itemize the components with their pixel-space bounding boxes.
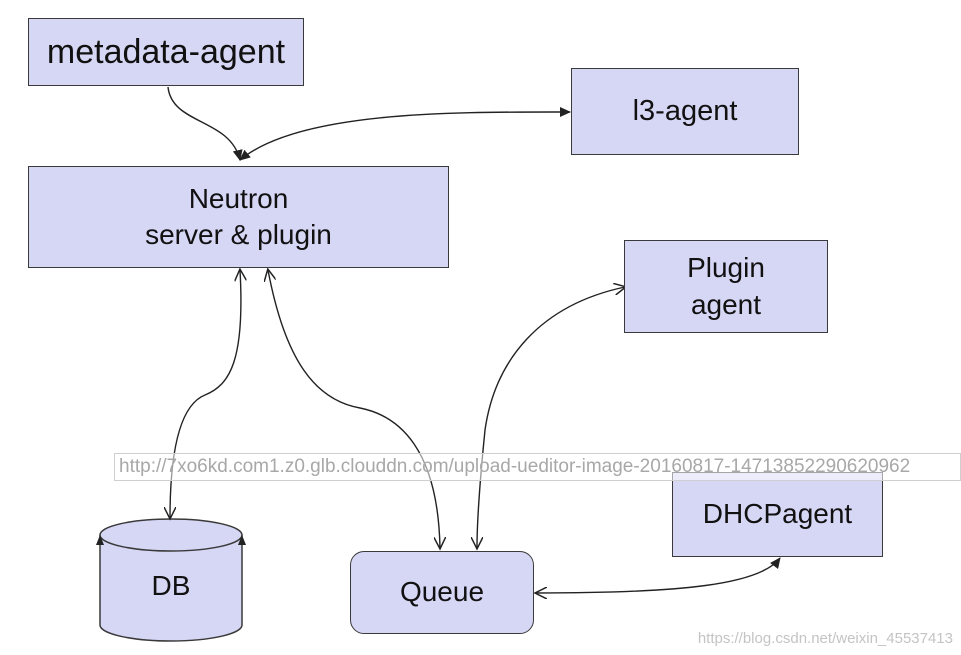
edge-plugin-queue [477, 287, 625, 548]
l3-agent-label: l3-agent [632, 94, 738, 127]
csdn-watermark: https://blog.csdn.net/weixin_45537413 [697, 630, 953, 647]
neutron-label-line1: Neutron [188, 182, 289, 214]
db-label: DB [151, 570, 191, 601]
plugin-agent-box: Plugin agent [624, 240, 828, 333]
edge-l3-neutron [239, 106, 571, 161]
l3-agent-box: l3-agent [571, 68, 799, 155]
plugin-agent-label-line1: Plugin [687, 252, 765, 284]
metadata-agent-label: metadata-agent [46, 32, 286, 71]
dhcp-agent-box: DHCPagent [672, 472, 883, 557]
queue-box: Queue [350, 551, 534, 634]
edge-dhcp-queue [536, 558, 780, 593]
metadata-agent-box: metadata-agent [28, 18, 304, 86]
neutron-server-box: Neutron server & plugin [28, 166, 449, 268]
edge-neutron-queue [268, 270, 440, 548]
queue-label: Queue [399, 576, 485, 608]
dhcp-agent-label: DHCPagent [702, 498, 853, 530]
url-watermark: http://7xo6kd.com1.z0.glb.clouddn.com/up… [114, 453, 961, 481]
edge-metadata-neutron [167, 86, 243, 161]
plugin-agent-label-line2: agent [690, 288, 762, 320]
neutron-label-line2: server & plugin [145, 219, 332, 250]
